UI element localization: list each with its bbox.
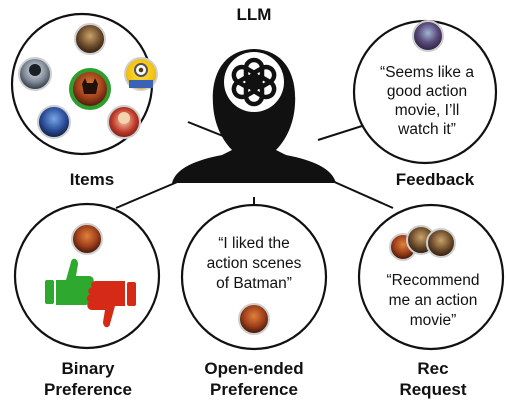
movie-poster-astronaut-icon [18, 57, 52, 91]
llm-logo-icon [224, 52, 284, 112]
rec-request-quote-line: “Recommend [386, 272, 479, 289]
binary-preference-label-line: Binary [62, 359, 115, 378]
movie-poster-batman-icon [238, 303, 270, 335]
feedback-panel: “Seems like a good action movie, I’ll wa… [352, 19, 498, 165]
movie-poster-batman-icon [71, 223, 103, 255]
items-label: Items [70, 170, 114, 189]
open-ended-quote-line: of Batman” [216, 275, 292, 292]
llm-label: LLM [237, 5, 272, 24]
rec-request-label-line: Request [399, 380, 466, 399]
feedback-label: Feedback [396, 170, 475, 189]
thumbs-up-icon [45, 258, 95, 305]
feedback-quote-line: “Seems like a [380, 64, 474, 81]
open-ended-quote-line: “I liked the [218, 235, 290, 252]
rec-request-label-line: Rec [417, 359, 448, 378]
feedback-quote-line: watch it” [397, 121, 456, 138]
movie-poster-home-alone-icon [107, 105, 141, 139]
feedback-quote-line: good action [387, 83, 467, 100]
connector-feedback [317, 125, 363, 141]
rec-request-panel: “Recommend me an action movie” [357, 203, 505, 351]
movie-poster-pirates-icon [74, 23, 106, 55]
open-ended-label-line: Preference [210, 380, 298, 399]
connector-binary [115, 179, 183, 209]
movie-poster-hero-icon [37, 105, 71, 139]
movie-poster-minion-icon [124, 57, 158, 91]
movie-poster-pirates-icon [426, 228, 456, 258]
thumbs-down-icon [86, 281, 136, 328]
items-panel [10, 12, 158, 156]
rec-request-quote-line: me an action [389, 292, 478, 309]
open-ended-preference-panel: “I liked the action scenes of Batman” [180, 203, 328, 351]
movie-poster-batman-icon [69, 68, 111, 110]
feedback-quote-line: movie, I’ll [395, 102, 460, 119]
rec-request-quote-line: movie” [410, 312, 457, 329]
open-ended-quote-line: action scenes [207, 255, 302, 272]
movie-poster-avengers-icon [412, 20, 444, 52]
binary-preference-label-line: Preference [44, 380, 132, 399]
connector-rec-request [329, 179, 394, 209]
binary-preference-panel [13, 202, 161, 350]
llm-head-silhouette [172, 49, 336, 183]
open-ended-label-line: Open-ended [204, 359, 303, 378]
